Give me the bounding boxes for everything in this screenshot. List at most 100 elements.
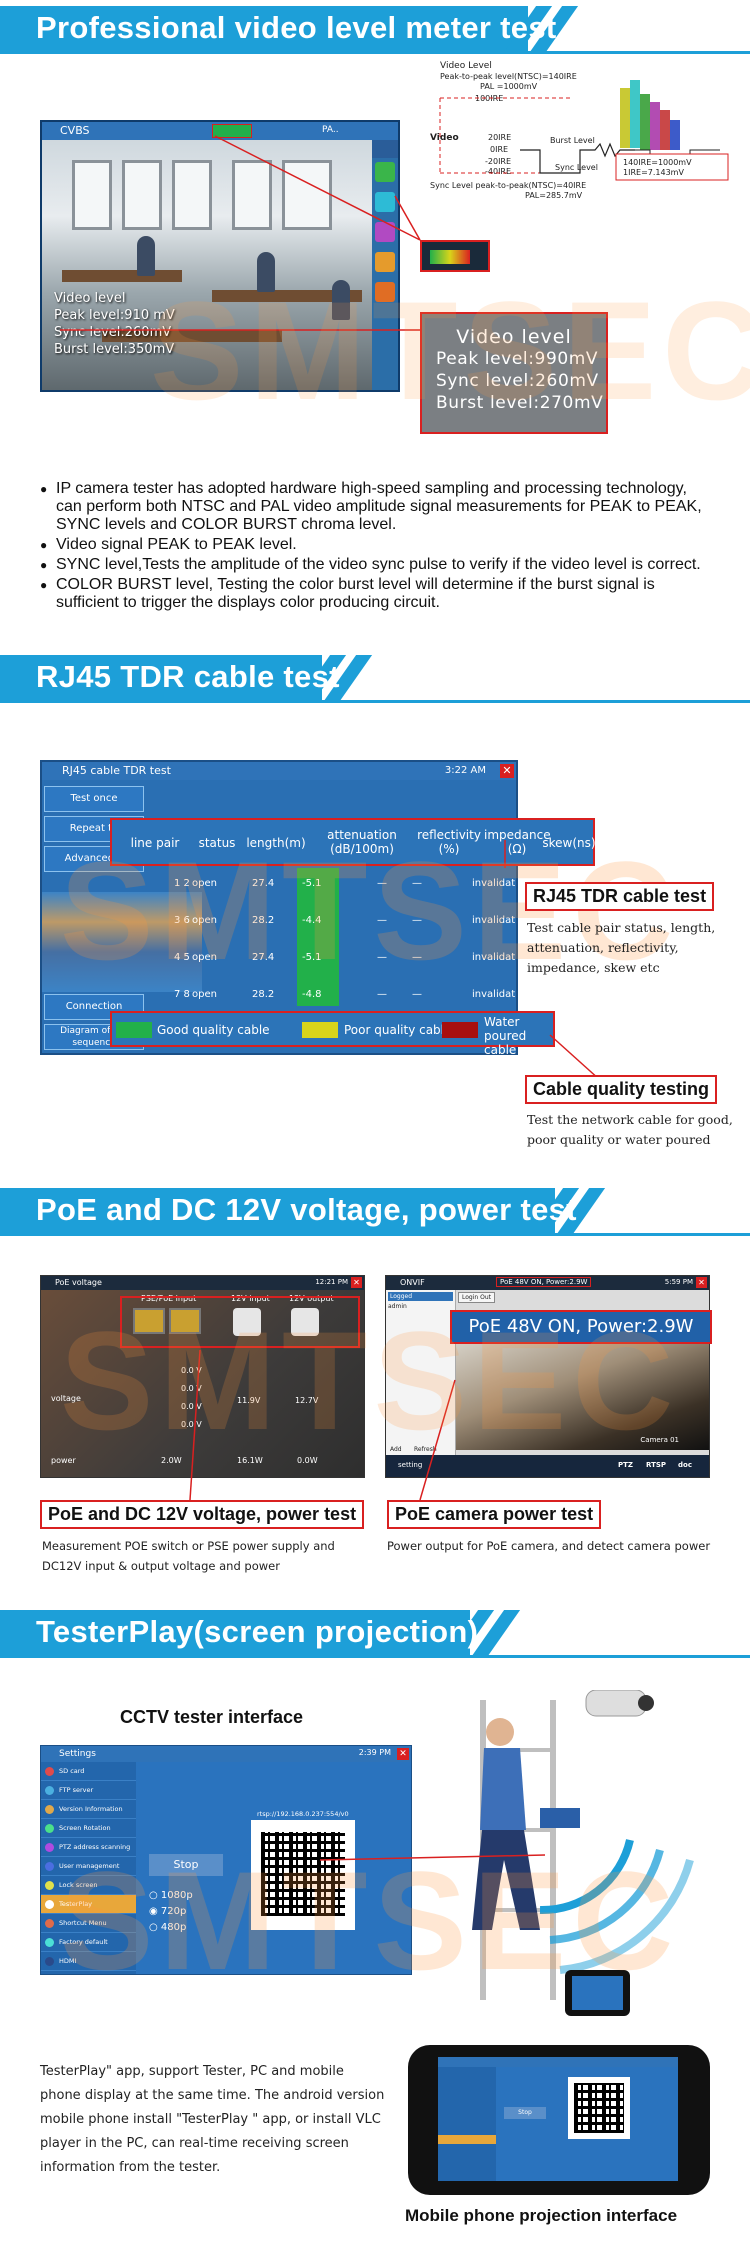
poe-ports-highlight <box>120 1296 360 1348</box>
rj45-caption-text: Test cable pair status, length, attenuat… <box>527 920 716 975</box>
radio-480p[interactable]: ○ 480p <box>149 1922 187 1933</box>
close-icon[interactable]: ✕ <box>696 1277 707 1288</box>
rtsp-button[interactable]: RTSP <box>646 1461 667 1469</box>
poe-dc-caption-text: Measurement POE switch or PSE power supp… <box>42 1539 335 1573</box>
menu-item[interactable]: FTP server <box>41 1781 136 1800</box>
rj45-caption-title: RJ45 TDR cable test <box>525 882 715 911</box>
section-title: PoE and DC 12V voltage, power test <box>36 1192 577 1227</box>
svg-text:Sync Level: Sync Level <box>555 163 598 172</box>
svg-text:PAL=285.7mV: PAL=285.7mV <box>525 191 583 200</box>
column-header: status <box>198 836 236 850</box>
menu-item[interactable]: User management <box>41 1857 136 1876</box>
tdr-screen: RJ45 cable TDR test 3:22 AM ✕ Test once … <box>40 760 518 1055</box>
level-meter-mini[interactable] <box>212 124 252 138</box>
poe-power-banner: PoE 48V ON, Power:2.9W <box>450 1310 712 1344</box>
testerplay-illustration <box>472 1690 694 2016</box>
connector-lines <box>60 135 421 331</box>
device-list-panel: Logged admin Add Refresh <box>386 1290 456 1455</box>
diagram-heading: Video Level <box>440 61 492 71</box>
cvbs-screen: CVBS PA.. Video level Peak level:910 mV … <box>40 120 400 392</box>
close-icon[interactable]: ✕ <box>351 1277 362 1288</box>
rj45-port-icon <box>169 1308 201 1334</box>
video-level-box: Video level Peak level:990mV Sync level:… <box>420 312 608 434</box>
settings-button[interactable] <box>375 282 395 302</box>
menu-item[interactable]: Version Information <box>41 1800 136 1819</box>
menu-item[interactable]: HDMI <box>41 1952 136 1971</box>
stop-button[interactable]: Stop <box>149 1854 223 1876</box>
resolution-options: ○ 1080p ◉ 720p ○ 480p <box>149 1888 193 1936</box>
section-banner-testerplay: TesterPlay(screen projection) <box>0 1610 750 1660</box>
doc-button[interactable]: doc <box>678 1461 692 1469</box>
section-banner-tdr: RJ45 TDR cable test <box>0 655 750 705</box>
ptz-button[interactable]: PTZ <box>618 1461 633 1469</box>
cable-image <box>42 892 202 992</box>
svg-text:Peak-to-peak level(NTSC)=140IR: Peak-to-peak level(NTSC)=140IRE <box>440 72 577 81</box>
svg-text:PAL =1000mV: PAL =1000mV <box>480 82 538 91</box>
settings-title: Settings <box>41 1746 411 1762</box>
dc-output-icon <box>291 1308 319 1336</box>
record-button[interactable] <box>375 192 395 212</box>
section-title: Professional video level meter test <box>36 10 557 45</box>
phone-mockup: Stop <box>408 2045 710 2195</box>
settings-button[interactable]: setting <box>398 1461 423 1469</box>
poe-voltage-screen: PoE voltage 12:21 PM ✕ PSE/PoE input 12V… <box>40 1275 365 1478</box>
cctv-interface-label: CCTV tester interface <box>120 1707 304 1727</box>
phone-screen: Stop <box>438 2057 678 2181</box>
phone-stop-button[interactable]: Stop <box>504 2107 546 2119</box>
menu-item[interactable]: Lock screen <box>41 1876 136 1895</box>
dc-input-icon <box>233 1308 261 1336</box>
svg-text:Burst Level: Burst Level <box>550 136 595 145</box>
tdr-connectors <box>504 840 601 1081</box>
section-banner-poe: PoE and DC 12V voltage, power test <box>0 1188 750 1238</box>
svg-text:1IRE=7.143mV: 1IRE=7.143mV <box>623 168 684 177</box>
section-title: RJ45 TDR cable test <box>36 659 340 694</box>
test-once-button[interactable]: Test once <box>44 786 144 812</box>
column-header: line pair <box>130 836 180 850</box>
menu-item[interactable]: Shortcut Menu <box>41 1914 136 1933</box>
svg-text:-40IRE: -40IRE <box>485 167 511 176</box>
poe-camera-caption-title: PoE camera power test <box>387 1500 602 1529</box>
menu-item[interactable]: PTZ address scanning <box>41 1838 136 1857</box>
rtsp-address: rtsp://192.168.0.237:554/v0 <box>257 1810 349 1818</box>
column-header: length(m) <box>246 836 306 850</box>
list-item: Video signal PEAK to PEAK level. <box>40 536 710 554</box>
list-item: IP camera tester has adopted hardware hi… <box>40 480 710 534</box>
onvif-screen-title: ONVIF <box>386 1276 709 1290</box>
section-title: TesterPlay(screen projection) <box>36 1614 479 1649</box>
radio-1080p[interactable]: ○ 1080p <box>149 1890 193 1901</box>
feature-bullets: IP camera tester has adopted hardware hi… <box>40 480 710 614</box>
cable-quality-caption-text: Test the network cable for good, poor qu… <box>527 1112 733 1147</box>
login-out-button[interactable]: Login Out <box>458 1292 495 1303</box>
top-status: PA.. <box>322 125 339 135</box>
menu-item[interactable]: SD card <box>41 1762 136 1781</box>
svg-text:Video: Video <box>430 133 459 143</box>
video-level-diagram: Video Level Peak-to-peak level(NTSC)=140… <box>430 61 729 200</box>
menu-item[interactable]: Screen Rotation <box>41 1819 136 1838</box>
snapshot-button[interactable] <box>375 162 395 182</box>
svg-text:20IRE: 20IRE <box>488 133 511 142</box>
close-icon[interactable]: ✕ <box>397 1748 409 1760</box>
menu-item[interactable]: Factory default <box>41 1933 136 1952</box>
video-level-overlay: Video level Peak level:910 mV Sync level… <box>54 291 175 357</box>
radio-720p[interactable]: ◉ 720p <box>149 1906 187 1917</box>
ptz-button[interactable] <box>375 252 395 272</box>
cable-quality-legend: Good quality cable Poor quality cable Wa… <box>110 1011 555 1057</box>
svg-text:140IRE=1000mV: 140IRE=1000mV <box>623 158 692 167</box>
attenuation-good-column <box>297 868 339 1006</box>
close-icon[interactable]: ✕ <box>500 764 514 778</box>
menu-item-active[interactable]: TesterPlay <box>41 1895 136 1914</box>
svg-text:0IRE: 0IRE <box>490 145 508 154</box>
tdr-screen-title: RJ45 cable TDR test <box>42 762 516 780</box>
good-quality-swatch <box>116 1022 152 1038</box>
photo-button[interactable] <box>375 222 395 242</box>
poor-quality-swatch <box>302 1022 338 1038</box>
phone-qr-panel <box>568 2077 630 2139</box>
poe-screen-title: PoE voltage <box>41 1276 364 1290</box>
phone-interface-label: Mobile phone projection interface <box>405 2206 678 2225</box>
svg-text:-20IRE: -20IRE <box>485 157 511 166</box>
list-item: COLOR BURST level, Testing the color bur… <box>40 576 710 612</box>
onvif-toolbar: setting PTZ RTSP doc <box>386 1455 709 1477</box>
qr-code <box>261 1832 345 1916</box>
